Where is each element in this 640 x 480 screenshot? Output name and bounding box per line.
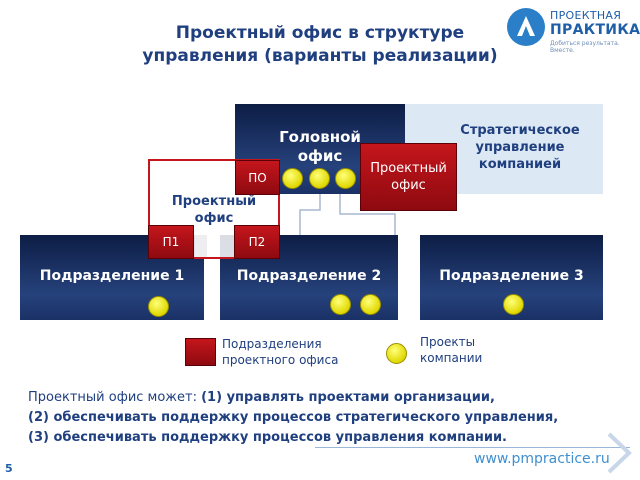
- strategic-management-label: Стратегическое управление компанией: [445, 122, 595, 173]
- project-office-frame-line-2: офис: [194, 211, 234, 226]
- project-dot: [335, 168, 356, 189]
- footer-divider: [315, 447, 630, 448]
- project-office-frame-line-1: Проектный: [171, 194, 257, 209]
- legend-yellow-label: Проекты компании: [420, 334, 482, 366]
- strategic-line-3: компанией: [478, 157, 562, 172]
- bottom-line-3: (3) обеспечивать поддержку процессов упр…: [28, 430, 507, 445]
- project-office-frame-label: Проектный офис: [150, 193, 278, 227]
- project-dot: [309, 168, 330, 189]
- p2-tag: П2: [234, 225, 280, 259]
- page-title: Проектный офис в структуре управления (в…: [80, 22, 560, 68]
- logo-line-2: ПРАКТИКА: [550, 22, 640, 38]
- project-office-box: Проектный офис: [360, 143, 457, 211]
- project-dot: [360, 294, 381, 315]
- head-office-line-1: Головной: [279, 128, 361, 146]
- page-number: 5: [5, 462, 13, 475]
- legend-red-line-1: Подразделения: [222, 337, 322, 351]
- legend-yellow-swatch: [386, 343, 407, 364]
- bottom-line-1-prefix: Проектный офис может:: [28, 390, 202, 405]
- head-office-line-2: офис: [297, 147, 343, 165]
- pmpractice-logo-icon: [507, 8, 545, 46]
- project-dot: [148, 296, 169, 317]
- footer-chevron-icon: [607, 432, 632, 474]
- p1-tag: П1: [148, 225, 194, 259]
- legend-red-swatch: [185, 338, 216, 366]
- project-dot: [330, 294, 351, 315]
- bottom-line-1: Проектный офис может: (1) управлять прое…: [28, 388, 558, 408]
- po-tag: ПО: [235, 160, 280, 195]
- bottom-line-1-bold: (1) управлять проектами организации,: [201, 390, 495, 405]
- logo-line-1: ПРОЕКТНАЯ: [550, 9, 622, 22]
- footer-url-link[interactable]: www.pmpractice.ru: [474, 451, 610, 467]
- division-1-label: Подразделение 1: [39, 268, 185, 284]
- legend-yellow-line-1: Проекты: [420, 335, 476, 349]
- connector-head-to-division2: [299, 194, 321, 235]
- head-office-label: Головной офис: [250, 128, 390, 166]
- logo-tagline: Добиться результата. Вместе.: [550, 40, 620, 54]
- strategic-line-1: Стратегическое: [460, 123, 580, 138]
- title-line-2: управления (варианты реализации): [142, 46, 498, 66]
- legend-yellow-line-2: компании: [420, 351, 483, 365]
- division-3-label: Подразделение 3: [439, 268, 584, 284]
- project-office-line-2: офис: [391, 178, 426, 193]
- bottom-line-2: (2) обеспечивать поддержку процессов стр…: [28, 410, 559, 425]
- bottom-description: Проектный офис может: (1) управлять прое…: [28, 388, 558, 448]
- project-dot: [282, 168, 303, 189]
- strategic-line-2: управление: [475, 140, 565, 155]
- division-2-label: Подразделение 2: [236, 268, 382, 284]
- legend-red-label: Подразделения проектного офиса: [222, 336, 338, 368]
- project-dot: [503, 294, 524, 315]
- title-line-1: Проектный офис в структуре: [175, 23, 465, 43]
- project-office-line-1: Проектный: [370, 161, 447, 176]
- legend-red-line-2: проектного офиса: [222, 353, 339, 367]
